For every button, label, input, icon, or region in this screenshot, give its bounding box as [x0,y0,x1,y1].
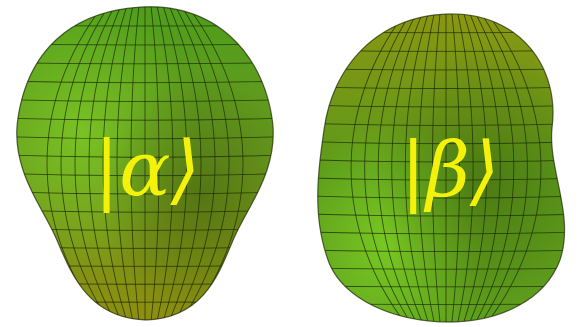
beta-surface-shading [317,13,565,322]
beta-mesh-longitude-line [404,13,431,322]
alpha-mesh-longitude-line [130,6,140,321]
alpha-surface: |α⟩ [16,6,274,321]
beta-mesh-longitude-line [467,13,501,322]
alpha-mesh-longitude-line [161,6,188,321]
alpha-mesh-longitude-line [172,6,216,321]
beta-mesh-longitude-line [461,13,488,322]
beta-mesh-longitude-line [418,13,436,322]
alpha-mesh-longitude-line [74,6,118,321]
beta-mesh-longitude-line [483,13,542,322]
alpha-surface-outline [16,6,274,321]
alpha-mesh-longitude-line [88,6,124,321]
beta-mesh-longitude-line [478,13,528,322]
alpha-mesh-longitude-line [155,6,174,321]
beta-surface: |β⟩ [317,13,566,323]
beta-mesh-longitude-line [350,13,409,322]
beta-mesh-longitude-line [472,13,515,322]
alpha-mesh-longitude-line [166,6,202,321]
beta-mesh-longitude-line [364,13,414,322]
alpha-mesh-longitude-line [102,6,129,321]
alpha-mesh-longitude-line [116,6,135,321]
alpha-mesh-longitude-line [178,6,230,321]
alpha-mesh-longitude-line [60,6,112,321]
beta-surface-outline [317,13,566,323]
beta-ket-label: |β⟩ [400,125,499,214]
beta-mesh-longitude-line [450,13,461,322]
alpha-mesh-longitude-line [150,6,160,321]
alpha-ket-label: |α⟩ [94,124,201,213]
beta-mesh-longitude-line [377,13,420,322]
beta-mesh-longitude-line [456,13,474,322]
beta-mesh-longitude-line [391,13,425,322]
beta-mesh-longitude-line [431,13,442,322]
